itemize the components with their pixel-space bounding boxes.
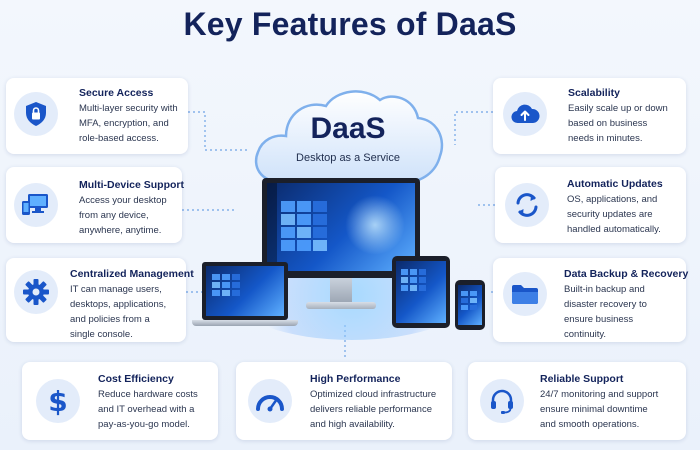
feature-title: Automatic Updates [567, 178, 663, 190]
feature-card-scalability: Scalability Easily scale up or down base… [493, 78, 686, 154]
gear-icon [14, 270, 58, 314]
feature-description: 24/7 monitoring and support ensure minim… [540, 389, 659, 430]
tablet-screen [396, 261, 446, 323]
shield-lock-icon [14, 92, 58, 136]
feature-title: Cost Efficiency [98, 373, 174, 385]
page-title: Key Features of DaaS [183, 6, 517, 42]
phone-device [455, 280, 485, 330]
cloud-subtitle: Desktop as a Service [296, 152, 400, 164]
feature-description: Reduce hardware costs and IT overhead wi… [98, 389, 198, 430]
feature-description: Optimized cloud infrastructure delivers … [310, 389, 437, 430]
laptop-screen [206, 266, 284, 316]
feature-card-secure-access: Secure Access Multi-layer security with … [6, 78, 188, 154]
monitor-screen [267, 183, 415, 271]
devices-icon [14, 183, 58, 227]
laptop-device [202, 262, 288, 320]
feature-title: Data Backup & Recovery [564, 268, 689, 280]
refresh-icon [505, 183, 549, 227]
feature-description: Access your desktop from any device, any… [79, 195, 167, 236]
feature-card-automatic-updates: Automatic Updates OS, applications, and … [495, 167, 686, 243]
feature-description: Easily scale up or down based on busines… [568, 103, 668, 144]
cloud-shape [254, 90, 444, 184]
feature-title: Scalability [568, 87, 620, 99]
monitor-stand [330, 278, 352, 304]
phone-screen [458, 285, 482, 325]
monitor-base [306, 302, 376, 309]
folder-icon [503, 272, 547, 316]
feature-card-centralized-management: Centralized Management IT can manage use… [6, 258, 194, 342]
feature-description: Built-in backup and disaster recovery to… [564, 284, 647, 340]
feature-description: OS, applications, and security updates a… [567, 194, 661, 235]
cloud-title: DaaS [310, 112, 386, 145]
dollar-icon: $ [36, 379, 80, 423]
feature-title: Centralized Management [70, 268, 194, 280]
cloud-upload-icon [503, 92, 547, 136]
feature-description: Multi-layer security with MFA, encryptio… [79, 103, 178, 144]
feature-title: Secure Access [79, 87, 154, 99]
headset-icon [480, 379, 524, 423]
tablet-device [392, 256, 450, 328]
svg-text:$: $ [48, 386, 67, 416]
feature-description: IT can manage users, desktops, applicati… [70, 284, 167, 340]
feature-title: Multi-Device Support [79, 179, 185, 191]
feature-card-high-performance: High Performance Optimized cloud infrast… [236, 362, 452, 440]
feature-title: Reliable Support [540, 373, 624, 385]
feature-card-multi-device: Multi-Device Support Access your desktop… [6, 167, 185, 243]
feature-card-cost-efficiency: $ Cost Efficiency Reduce hardware costs … [22, 362, 218, 440]
feature-card-data-backup: Data Backup & Recovery Built-in backup a… [493, 258, 689, 342]
feature-card-reliable-support: Reliable Support 24/7 monitoring and sup… [468, 362, 686, 440]
laptop-base [192, 320, 298, 326]
feature-title: High Performance [310, 373, 401, 385]
speedometer-icon [248, 379, 292, 423]
